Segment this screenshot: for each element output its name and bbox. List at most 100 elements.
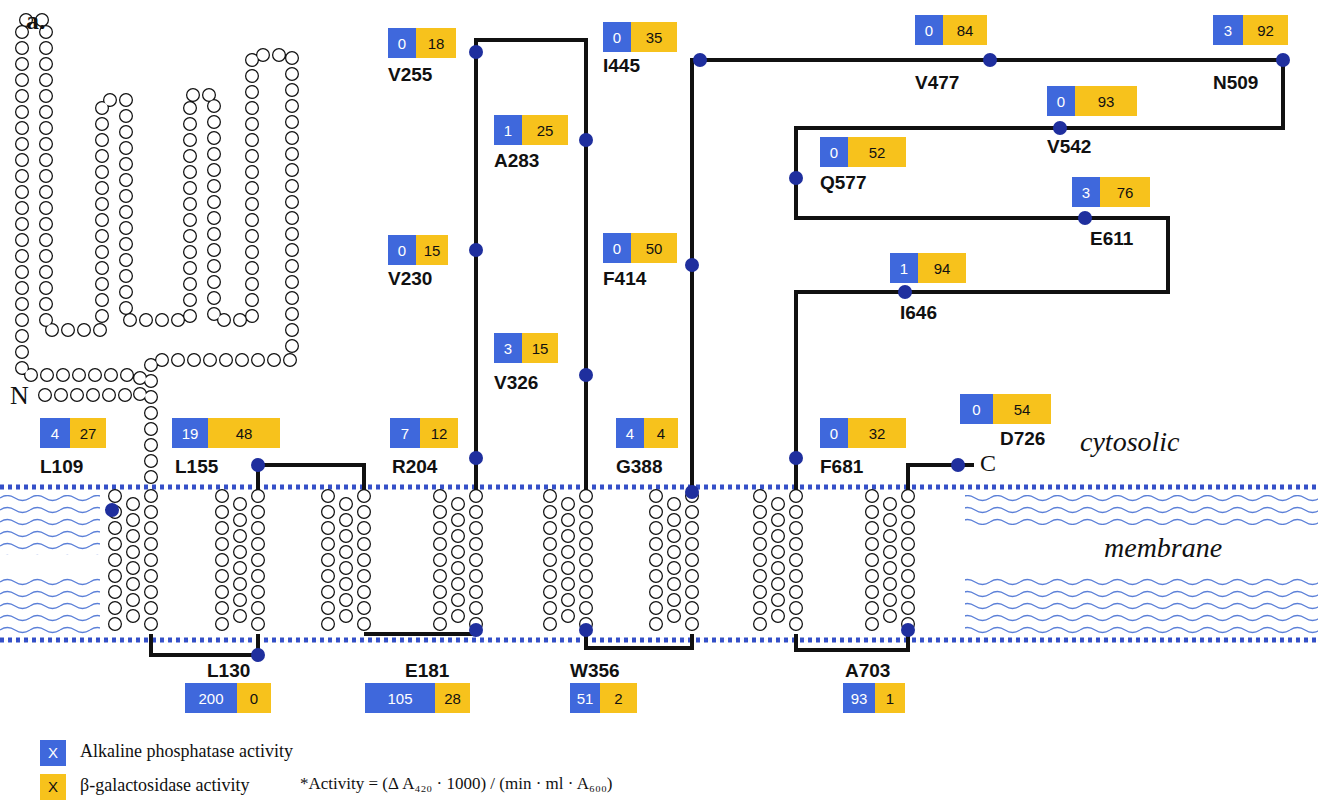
lacz-activity-box: 94 [918,253,966,283]
residue-label: I646 [900,302,937,324]
fusion-dots [105,45,1290,662]
phoa-activity-box: 0 [960,394,993,424]
activity-value: 3 [504,340,512,357]
fusion-dot [983,53,997,67]
lipid-waves [965,578,1318,636]
activity-value: 0 [613,29,621,46]
lacz-activity-box: 50 [631,233,677,263]
phoa-activity-box: 0 [388,235,416,265]
activity-value: 3 [1224,22,1232,39]
membrane-boundary [0,638,1318,643]
fusion-dot [951,458,965,472]
phoa-activity-box: 0 [603,233,631,263]
phoa-activity-box: 105 [365,683,435,713]
activity-value: 105 [387,690,412,707]
fusion-dot [1078,211,1092,225]
residue-label: V477 [915,72,959,94]
activity-value: 1 [900,260,908,277]
fusion-dot [693,53,707,67]
lacz-activity-box: 54 [993,394,1051,424]
loop-lines [151,40,1283,655]
phoa-activity-box: 0 [915,15,943,45]
activity-value: 54 [1014,401,1031,418]
activity-value: 35 [646,29,663,46]
activity-value: 0 [613,240,621,257]
phoa-activity-box: 1 [890,253,918,283]
lacz-activity-box: 32 [848,418,906,448]
activity-value: 7 [401,425,409,442]
residue-label: A703 [845,660,890,682]
activity-value: 1 [504,122,512,139]
activity-value: 15 [532,340,549,357]
residue-label: F681 [820,456,863,478]
lacz-activity-box: 25 [522,115,568,145]
fusion-dot [105,503,119,517]
fusion-dot [579,623,593,637]
fusion-dot [685,258,699,272]
residue-label: D726 [1000,428,1045,450]
fusion-dot [469,45,483,59]
fusion-dot [789,171,803,185]
swatch-mark: X [40,740,66,766]
activity-value: 0 [925,22,933,39]
fusion-dot [901,623,915,637]
residue-label: E181 [405,660,449,682]
helix [328,496,364,632]
loop-line [586,634,692,648]
activity-value: 50 [646,240,663,257]
swatch-mark: X [40,774,66,800]
activity-value: 94 [934,260,951,277]
activity-value: 15 [424,242,441,259]
fusion-dot [469,623,483,637]
phoa-activity-box: 4 [40,418,70,448]
lacz-activity-box: 52 [848,137,906,167]
lacz-activity-box: 28 [435,683,470,713]
activity-value: 0 [398,35,406,52]
activity-value: 93 [1098,93,1115,110]
terminus-label: C [980,450,996,478]
fusion-dot [579,133,593,147]
phoa-activity-box: 0 [820,137,848,167]
activity-value: 92 [1257,22,1274,39]
activity-value: 0 [1057,93,1065,110]
activity-value: 28 [444,690,461,707]
phoa-activity-box: 3 [1072,177,1100,207]
residue-label: E611 [1090,228,1133,250]
helix [760,496,796,632]
activity-value: 4 [626,425,634,442]
activity-value: 19 [182,425,199,442]
fusion-dot [685,485,699,499]
activity-value: 12 [431,425,448,442]
residue-chain [22,20,292,480]
helix [872,496,908,632]
activity-value: 0 [972,401,980,418]
residue-label: N509 [1213,72,1258,94]
residue-label: V542 [1047,136,1091,158]
fusion-dot [898,285,912,299]
activity-value: 0 [250,690,258,707]
fusion-dot [469,243,483,257]
fusion-dot [1276,53,1290,67]
activity-value: 2 [614,690,622,707]
helix [115,496,151,632]
residue-label: R204 [392,456,437,478]
loop-line [796,634,908,650]
phoa-activity-box: 0 [820,418,848,448]
phoa-activity-box: 3 [1213,15,1243,45]
lacz-activity-box: 84 [943,15,987,45]
activity-value: 18 [428,35,445,52]
phoa-activity-box: 51 [570,683,600,713]
residue-chain [22,20,292,480]
residue-label: V255 [388,64,432,86]
lacz-activity-box: 35 [631,22,677,52]
activity-value: 0 [830,425,838,442]
activity-value: 51 [577,690,594,707]
residue-label: W356 [570,660,620,682]
lacz-activity-box: 2 [600,683,637,713]
fusion-dot [469,451,483,465]
lacz-activity-box: 76 [1100,177,1150,207]
activity-value: 27 [80,425,97,442]
residue-label: V326 [494,372,538,394]
fusion-dot [251,648,265,662]
